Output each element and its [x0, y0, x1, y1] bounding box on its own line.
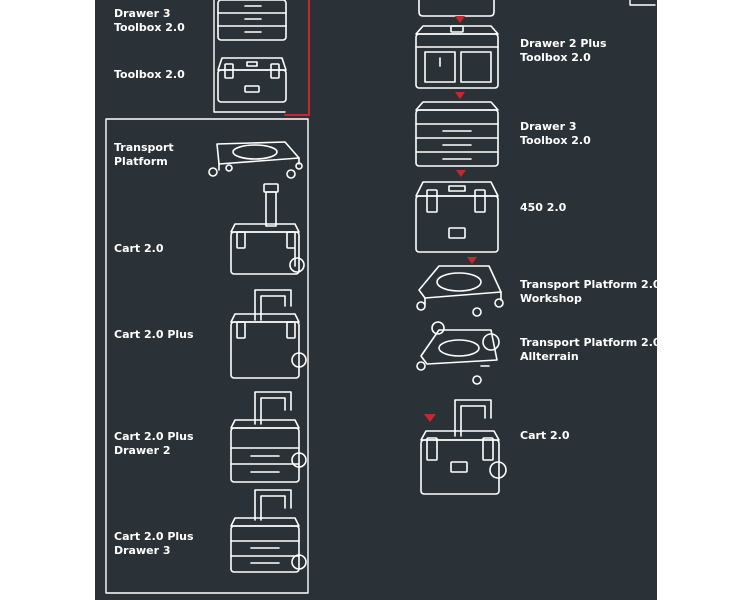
stack-arrow-icon	[467, 257, 477, 264]
diagram-artwork	[105, 0, 656, 594]
transport-platform-icon	[208, 141, 303, 179]
cart-plus-icon	[230, 289, 307, 379]
toolbox-icon	[217, 57, 287, 103]
label-450: 450 2.0	[520, 201, 567, 214]
left-group-frame	[105, 118, 309, 594]
stack-arrow-icon	[455, 92, 465, 99]
label-cart-left: Cart 2.0	[114, 242, 164, 255]
drawer-toolbox-icon	[415, 25, 499, 89]
box-icon	[415, 181, 499, 253]
stack-arrow-icon	[424, 414, 436, 422]
box-icon	[418, 0, 495, 17]
drawer-toolbox-icon	[415, 101, 499, 167]
label-cart-right: Cart 2.0	[520, 429, 570, 442]
cart-plus-drawer-icon	[230, 391, 307, 483]
label-toolbox-top: Toolbox 2.0	[114, 68, 185, 81]
drawer-toolbox-icon	[217, 0, 287, 41]
corner-frame	[629, 0, 656, 6]
stack-arrow-icon	[456, 170, 466, 177]
allterrain-platform-icon	[416, 321, 500, 385]
label-cart-plus: Cart 2.0 Plus	[114, 328, 194, 341]
stack-arrow-icon	[455, 16, 465, 23]
cart-icon	[230, 183, 305, 275]
cart-icon	[420, 399, 507, 495]
top-group-accent-line	[284, 0, 310, 116]
top-group-frame	[213, 0, 286, 113]
transport-platform-icon	[416, 265, 504, 317]
cart-plus-drawer-icon	[230, 489, 307, 573]
